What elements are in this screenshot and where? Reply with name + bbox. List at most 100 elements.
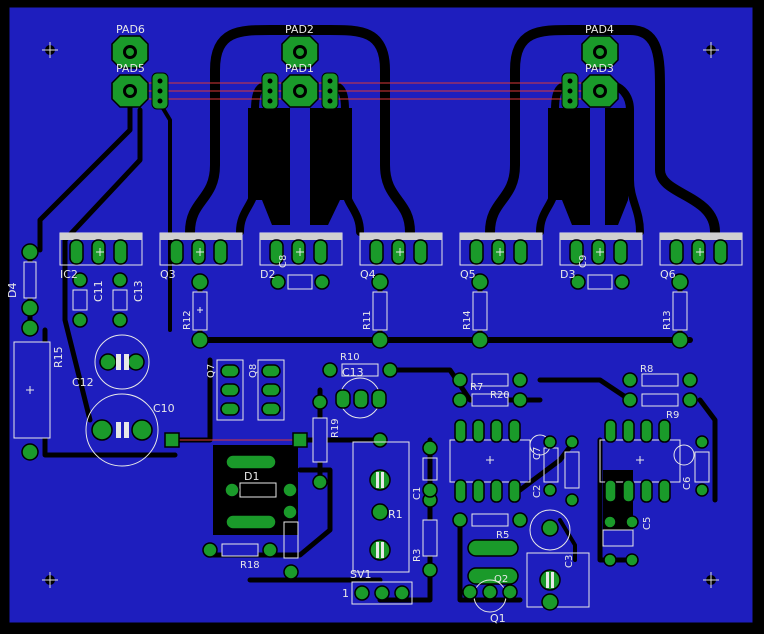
- mounting-hole-icon: [42, 42, 58, 58]
- capacitor-c11[interactable]: [72, 272, 88, 328]
- label-q5: Q5: [460, 268, 476, 281]
- capacitor-c3[interactable]: [526, 509, 590, 611]
- capacitor-r1-block[interactable]: [352, 441, 410, 573]
- label-d4: D4: [6, 283, 19, 298]
- resistor-r8[interactable]: [622, 372, 698, 388]
- capacitor-c5[interactable]: [602, 515, 639, 567]
- to220-q3[interactable]: [159, 232, 243, 266]
- label-ic2: IC2: [60, 268, 78, 281]
- header-3pin[interactable]: [261, 72, 279, 110]
- mounting-hole-icon: [703, 572, 719, 588]
- label-c5: C5: [642, 517, 653, 530]
- resistor-r14[interactable]: [471, 273, 489, 349]
- to220-d2[interactable]: [259, 232, 343, 266]
- transistor-q-mid[interactable]: [335, 377, 387, 419]
- via: [164, 432, 180, 448]
- diode-d1[interactable]: [224, 454, 298, 530]
- header-3pin[interactable]: [151, 72, 169, 110]
- header-3pin[interactable]: [561, 72, 579, 110]
- resistor-r7[interactable]: [452, 372, 528, 388]
- label-d2: D2: [260, 268, 275, 281]
- label-r3: R3: [412, 549, 423, 562]
- capacitor-c2[interactable]: [529, 434, 580, 507]
- to220-ic2[interactable]: [59, 232, 143, 266]
- label-c3: C3: [564, 555, 575, 568]
- silkscreen-labels: PAD6 PAD5 PAD2 PAD1 PAD4 PAD3 IC2 Q3 D2 …: [6, 23, 693, 625]
- label-q3: Q3: [160, 268, 176, 281]
- label-r18: R18: [240, 560, 260, 571]
- label-r9: R9: [666, 410, 679, 421]
- pad-connector[interactable]: [281, 74, 319, 108]
- resistor-r5[interactable]: [452, 512, 528, 528]
- transistor-q7[interactable]: [216, 359, 244, 421]
- label-c1: C1: [412, 487, 423, 500]
- pad-connector[interactable]: [581, 35, 619, 69]
- label-d3: D3: [560, 268, 575, 281]
- capacitor-c1[interactable]: [422, 440, 438, 498]
- resistor-r3[interactable]: [422, 492, 438, 578]
- label-pad4: PAD4: [585, 23, 614, 36]
- label-r10: R10: [340, 352, 360, 363]
- label-c11: C11: [92, 280, 105, 302]
- label-c13-mid: C13: [342, 366, 364, 379]
- copper-fill-middle: [248, 108, 352, 225]
- label-c8: C8: [278, 255, 289, 268]
- resistor-r20[interactable]: [452, 392, 528, 408]
- capacitor-c9[interactable]: [570, 274, 630, 290]
- label-pad6: PAD6: [116, 23, 145, 36]
- capacitor-c13[interactable]: [112, 272, 128, 328]
- label-sv1-pin: 1: [342, 587, 349, 600]
- label-pad2: PAD2: [285, 23, 314, 36]
- label-r19: R19: [330, 418, 341, 438]
- label-q2: Q2: [494, 574, 508, 585]
- label-r13: R13: [662, 310, 673, 330]
- transistor-q2[interactable]: [467, 539, 519, 585]
- copper-fill-right: [548, 108, 628, 225]
- diode-d4[interactable]: [21, 243, 39, 337]
- resistor-r13[interactable]: [671, 273, 689, 349]
- label-r15: R15: [52, 346, 65, 368]
- label-c13: C13: [132, 280, 145, 302]
- pad-connector[interactable]: [111, 35, 149, 69]
- label-pad1: PAD1: [285, 62, 314, 75]
- resistor-r11[interactable]: [371, 273, 389, 349]
- to220-q4[interactable]: [359, 232, 443, 266]
- label-pad5: PAD5: [116, 62, 145, 75]
- resistor-r18[interactable]: [202, 542, 278, 558]
- pad-connector[interactable]: [281, 35, 319, 69]
- ic-right[interactable]: [599, 419, 681, 503]
- capacitor-c10[interactable]: [85, 393, 159, 467]
- header-sv1[interactable]: [351, 581, 413, 605]
- label-q1: Q1: [490, 612, 506, 625]
- transistor-q1[interactable]: [462, 579, 518, 613]
- label-c2: C2: [532, 485, 543, 498]
- capacitor-c-lower[interactable]: [283, 521, 299, 580]
- label-c7: C7: [532, 447, 543, 460]
- label-r5: R5: [496, 530, 509, 541]
- resistor-r10[interactable]: [322, 362, 398, 378]
- plus-marker-icon: [26, 248, 704, 464]
- capacitor-c12[interactable]: [94, 334, 150, 390]
- capacitor-c8[interactable]: [270, 274, 330, 290]
- label-pad3: PAD3: [585, 62, 614, 75]
- to220-q6[interactable]: [659, 232, 743, 266]
- capacitor-c6[interactable]: [673, 435, 710, 497]
- via: [372, 432, 388, 448]
- label-q8: Q8: [248, 364, 259, 378]
- label-r8: R8: [640, 364, 653, 375]
- label-sv1: SV1: [350, 568, 372, 581]
- pad-connector[interactable]: [581, 74, 619, 108]
- label-q4: Q4: [360, 268, 376, 281]
- pad-connector[interactable]: [111, 74, 149, 108]
- transistor-q8[interactable]: [257, 359, 285, 421]
- via: [292, 432, 308, 448]
- mounting-hole-icon: [42, 572, 58, 588]
- resistor-r19[interactable]: [312, 394, 328, 490]
- header-3pin[interactable]: [321, 72, 339, 110]
- label-q7: Q7: [206, 364, 217, 378]
- label-c6: C6: [682, 477, 693, 490]
- ic-center[interactable]: [449, 419, 531, 503]
- resistor-r9[interactable]: [622, 392, 698, 408]
- resistor-r15[interactable]: [13, 341, 51, 461]
- label-d1: D1: [244, 470, 259, 483]
